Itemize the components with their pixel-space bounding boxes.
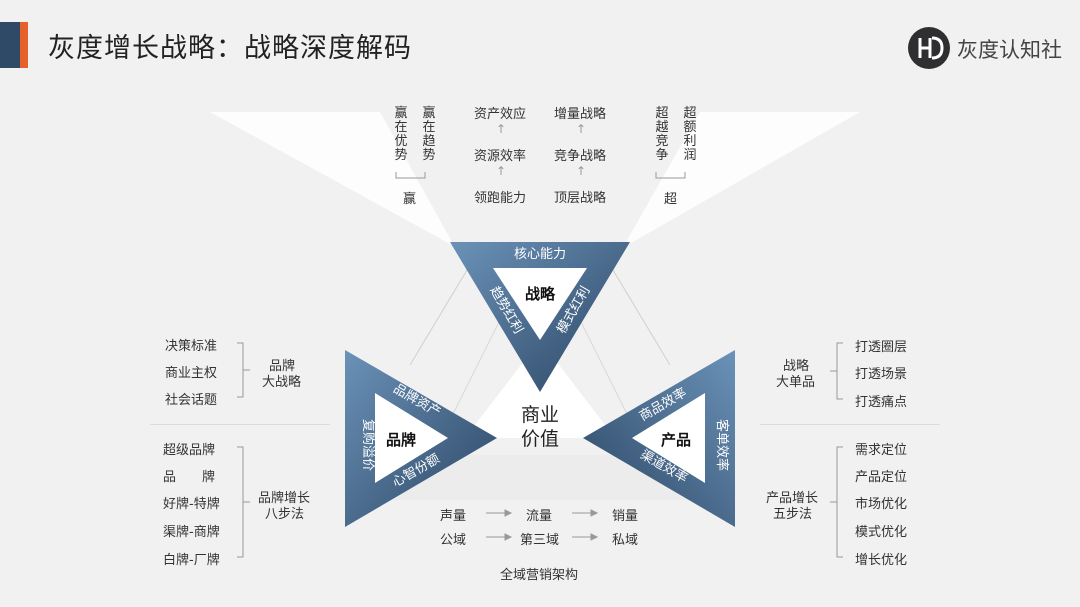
brand-strategy-bracket (237, 342, 250, 398)
chao-col1: 超越竞争 (655, 106, 669, 163)
product-strategy-label-1: 战略 (783, 359, 810, 374)
strategy-triangle-inner (493, 268, 587, 340)
beam-right (610, 112, 860, 255)
bottom-platform (380, 455, 700, 500)
product-steps-bracket (830, 446, 843, 558)
product-steps-label-2: 五步法 (773, 507, 813, 522)
strategy-top-label: 核心能力 (514, 247, 566, 262)
product-steps-item-1: 产品定位 (855, 470, 908, 485)
title-accent-bar-inner (0, 22, 20, 68)
chao-label: 超 (664, 192, 678, 207)
ying-col2: 赢在趋势 (422, 106, 436, 163)
ability-chain-0: 资产效应 (474, 107, 527, 122)
strategy-chain-0: 增量战略 (554, 107, 607, 122)
brand-steps-item-2: 好牌-特牌 (163, 497, 220, 512)
chao-col2: 超额利润 (683, 106, 697, 163)
logo-icon (908, 27, 950, 69)
bottom-row1-0: 声量 (440, 509, 467, 524)
product-right-label: 客单效率 (714, 419, 730, 471)
brand-steps-item-3: 渠牌-商牌 (163, 525, 220, 540)
product-triangle-inner (632, 393, 705, 483)
product-steps-item-3: 模式优化 (855, 525, 908, 540)
bottom-row1-1: 流量 (526, 509, 553, 524)
bottom-label: 全域营销架构 (500, 568, 579, 583)
strategy-chain-2: 顶层战略 (554, 191, 607, 206)
brand-strategy-item-2: 社会话题 (165, 393, 218, 408)
brand-strategy-item-0: 决策标准 (165, 339, 218, 354)
brand-steps-item-4: 白牌-厂牌 (163, 553, 220, 568)
core-value-line1: 商业 (521, 404, 560, 426)
product-steps-item-2: 市场优化 (855, 497, 908, 512)
ability-chain-2: 领跑能力 (474, 191, 527, 206)
product-steps-item-0: 需求定位 (855, 443, 908, 458)
product-steps-item-4: 增长优化 (855, 553, 908, 568)
brand-strategy-item-1: 商业主权 (165, 366, 218, 381)
ying-label: 赢 (403, 192, 417, 207)
brand-triangle-inner (375, 393, 448, 483)
core-value-line2: 价值 (521, 428, 560, 450)
brand-steps-item-0: 超级品牌 (163, 443, 216, 458)
product-center-label: 产品 (661, 431, 691, 449)
brand-steps-item-1: 品 牌 (163, 470, 216, 485)
ying-col1: 赢在优势 (394, 106, 408, 163)
connector-line (409, 264, 471, 366)
brand-center-label: 品牌 (386, 431, 416, 449)
product-strategy-bracket (830, 342, 843, 400)
right-divider (760, 424, 940, 425)
arrow-up-icon: ↑ (576, 122, 587, 136)
product-strategy-label-2: 大单品 (776, 375, 816, 390)
beam-left (210, 112, 470, 255)
left-divider (150, 424, 330, 425)
page-title: 灰度增长战略：战略深度解码 (48, 33, 412, 64)
arrow-up-icon: ↑ (496, 164, 507, 178)
product-strategy-item-2: 打透痛点 (855, 395, 908, 410)
brand-steps-label-1: 品牌增长 (258, 491, 311, 506)
product-strategy-item-0: 打透圈层 (855, 340, 908, 355)
bottom-row2-2: 私域 (612, 533, 639, 548)
connector-line (609, 264, 671, 366)
product-strategy-item-1: 打透场景 (855, 367, 908, 382)
arrow-up-icon: ↑ (576, 164, 587, 178)
bottom-row2-1: 第三域 (520, 533, 560, 548)
strategy-center-label: 战略 (525, 285, 556, 303)
brand-steps-bracket (237, 446, 250, 558)
product-steps-label-1: 产品增长 (766, 491, 819, 506)
brand-steps-label-2: 八步法 (265, 507, 305, 522)
ying-bracket (395, 172, 426, 179)
brand-strategy-label-2: 大战略 (262, 375, 302, 390)
chao-bracket (655, 172, 686, 179)
bottom-row1-2: 销量 (612, 509, 639, 524)
ability-chain-1: 资源效率 (474, 149, 527, 164)
strategy-chain-1: 竞争战略 (554, 149, 607, 164)
brand-left-label: 复购溢价 (360, 419, 376, 471)
arrow-up-icon: ↑ (496, 122, 507, 136)
logo-text: 灰度认知社 (957, 38, 1062, 62)
bottom-row2-0: 公域 (440, 533, 467, 548)
brand-strategy-label-1: 品牌 (269, 359, 296, 374)
bottom-arrows (486, 509, 599, 541)
